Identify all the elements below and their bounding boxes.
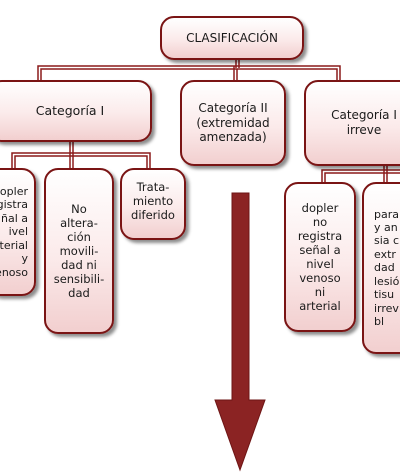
node-cat3-child-a-label: dopler no registra señal a nivel venoso … [297,200,343,314]
node-category-3: Categoría I irreve [304,80,400,166]
node-cat1-child-c-label: Trata- miento diferido [131,180,175,223]
node-category-2-label: Categoría II (extremidad amenzada) [196,101,270,145]
connector-cat1-bus [11,152,151,168]
node-category-3-label: Categoría I irreve [331,108,397,137]
node-cat1-child-a-label: dopler registra ñal a ivel arterial y ve… [0,185,28,279]
node-root: CLASIFICACIÓN [160,16,304,60]
node-cat1-child-c: Trata- miento diferido [120,168,186,240]
node-category-2: Categoría II (extremidad amenzada) [180,80,286,166]
down-arrow-shape [214,192,266,472]
node-cat1-child-a: dopler registra ñal a ivel arterial y ve… [0,168,36,296]
node-cat1-child-b: No altera- ción movili- dad ni sensibili… [44,168,114,334]
node-cat3-child-b-label: para y an sia c extr dad lesió tisu irre… [374,207,400,328]
node-cat3-child-a: dopler no registra señal a nivel venoso … [284,182,356,332]
node-category-1-label: Categoría I [35,103,105,119]
connector-cat3-bus [321,169,400,182]
node-cat3-child-b: para y an sia c extr dad lesió tisu irre… [362,182,400,354]
connector-root-bus [37,65,341,80]
node-root-label: CLASIFICACIÓN [186,30,278,45]
node-cat1-child-b-label: No altera- ción movili- dad ni sensibili… [53,201,105,301]
node-category-1: Categoría I [0,80,152,142]
